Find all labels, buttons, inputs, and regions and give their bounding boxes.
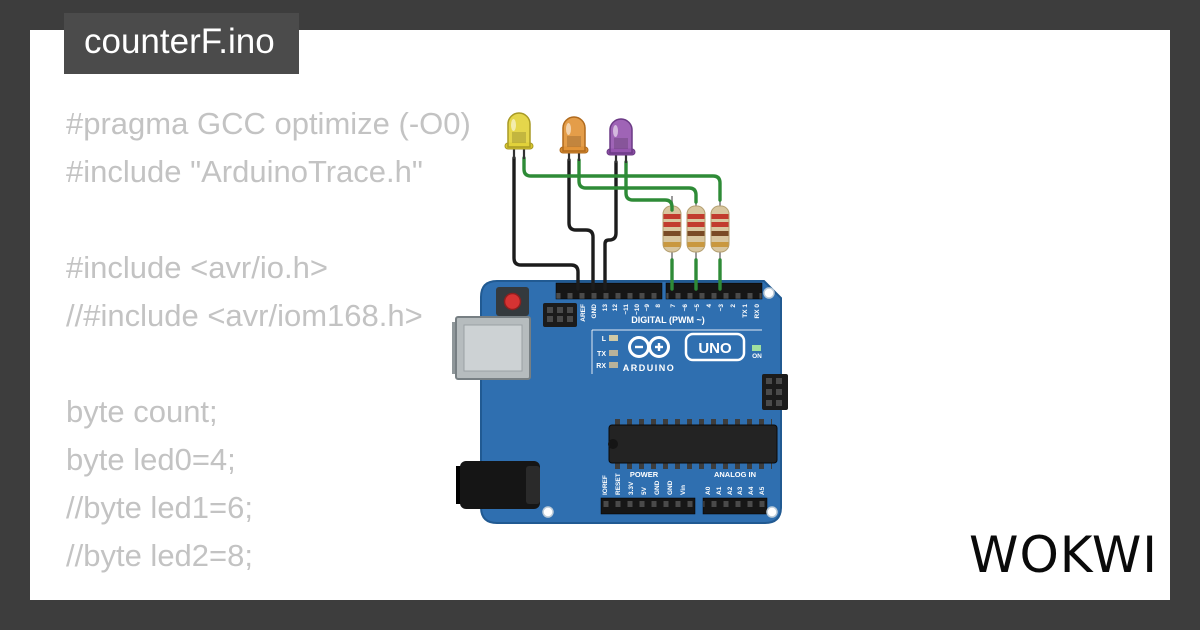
microcontroller-chip xyxy=(608,419,778,469)
power-pin-label: Vin xyxy=(680,485,687,495)
wire-gnd-orange[interactable] xyxy=(567,158,595,291)
digital-header-right[interactable] xyxy=(665,282,763,300)
indicator-l-label: L xyxy=(602,336,607,343)
power-section-label: POWER xyxy=(630,470,659,479)
code-line: //byte led2=8; xyxy=(66,538,253,573)
digital-section-label: DIGITAL (PWM ~) xyxy=(631,315,704,325)
analog-pin-label: A1 xyxy=(716,486,723,495)
code-line: //byte led1=6; xyxy=(66,490,253,525)
power-pin-label: 3.3V xyxy=(628,481,635,495)
digital-pin-label: 7 xyxy=(670,304,677,308)
brand-label: ARDUINO xyxy=(623,363,676,373)
digital-pin-label: 13 xyxy=(602,304,609,312)
digital-pin-label: 4 xyxy=(706,304,713,308)
analog-pin-label: A3 xyxy=(737,486,744,495)
code-line: //#include <avr/iom168.h> xyxy=(66,298,423,333)
wire-gnd-purple[interactable] xyxy=(603,160,618,291)
model-label: UNO xyxy=(698,340,732,357)
wire-signal-yellow[interactable] xyxy=(522,156,722,202)
indicator-rx-label: RX xyxy=(596,363,606,370)
led-purple[interactable] xyxy=(606,118,636,163)
digital-pin-label: RX 0 xyxy=(754,304,761,319)
file-title: counterF.ino xyxy=(84,22,275,61)
digital-pin-label: ~6 xyxy=(682,304,689,312)
reset-button[interactable] xyxy=(496,287,529,316)
analog-header[interactable] xyxy=(702,497,768,515)
power-jack xyxy=(456,461,540,509)
file-title-box: counterF.ino xyxy=(64,13,299,74)
code-line: byte count; xyxy=(66,394,218,429)
wokwi-logo-text: WOKWI xyxy=(969,526,1158,584)
wokwi-logo: WOKWI xyxy=(969,526,1158,584)
power-pin-label: GND xyxy=(654,480,661,495)
code-block: #pragma GCC optimize (-O0) #include "Ard… xyxy=(66,100,471,580)
digital-header-left[interactable] xyxy=(555,282,663,300)
power-pin-label: 5V xyxy=(641,486,648,495)
digital-pin-label: ~9 xyxy=(644,304,651,312)
wire-signal-orange[interactable] xyxy=(577,158,698,204)
power-pin-label: IOREF xyxy=(602,475,609,495)
tx-led xyxy=(609,350,618,356)
analog-pin-label: A4 xyxy=(748,486,755,495)
code-line: byte led0=4; xyxy=(66,442,236,477)
digital-pin-label: 12 xyxy=(612,304,619,312)
led-yellow[interactable] xyxy=(504,112,534,159)
digital-pin-label: 2 xyxy=(730,304,737,308)
digital-pin-label: GND xyxy=(591,304,598,319)
indicator-tx-label: TX xyxy=(597,351,606,358)
power-led xyxy=(752,345,761,351)
mounting-hole xyxy=(542,506,554,518)
digital-pin-label: AREF xyxy=(580,304,587,322)
analog-pin-label: A5 xyxy=(759,486,766,495)
mounting-hole xyxy=(763,287,775,299)
icsp-header-side xyxy=(762,374,788,410)
resistor-3[interactable] xyxy=(710,196,730,266)
model-badge: UNO xyxy=(684,332,746,362)
digital-pin-label: 8 xyxy=(655,304,662,308)
code-line: #pragma GCC optimize (-O0) xyxy=(66,106,471,141)
analog-pin-label: A2 xyxy=(727,486,734,495)
indicator-leds: L TX RX xyxy=(596,335,618,370)
power-pin-label: RESET xyxy=(615,473,622,495)
on-label: ON xyxy=(752,353,762,360)
digital-pin-label: ~5 xyxy=(694,304,701,312)
mounting-hole xyxy=(766,506,778,518)
usb-connector xyxy=(452,316,531,380)
power-pin-label: GND xyxy=(667,480,674,495)
analog-section-label: ANALOG IN xyxy=(714,470,756,479)
digital-pin-label: ~3 xyxy=(718,304,725,312)
code-line: #include <avr/io.h> xyxy=(66,250,328,285)
wire-gnd-yellow[interactable] xyxy=(512,156,580,291)
digital-pin-label: ~11 xyxy=(623,304,630,315)
code-line: #include "ArduinoTrace.h" xyxy=(66,154,423,189)
wire-signal-purple[interactable] xyxy=(624,160,674,212)
digital-pin-label: TX 1 xyxy=(742,304,749,318)
analog-pin-label: A0 xyxy=(705,486,712,495)
l-led xyxy=(609,335,618,341)
led-orange[interactable] xyxy=(559,116,589,161)
resistor-2[interactable] xyxy=(686,196,706,266)
rx-led xyxy=(609,362,618,368)
arduino-logo-icon xyxy=(628,336,670,358)
power-header[interactable] xyxy=(600,497,696,515)
digital-pin-label: ~10 xyxy=(634,304,641,315)
arduino-uno[interactable]: AREF GND 13 12 ~11 ~10 ~9 8 7 ~6 ~5 4 ~3… xyxy=(452,280,788,524)
icsp-header-top xyxy=(543,303,577,327)
